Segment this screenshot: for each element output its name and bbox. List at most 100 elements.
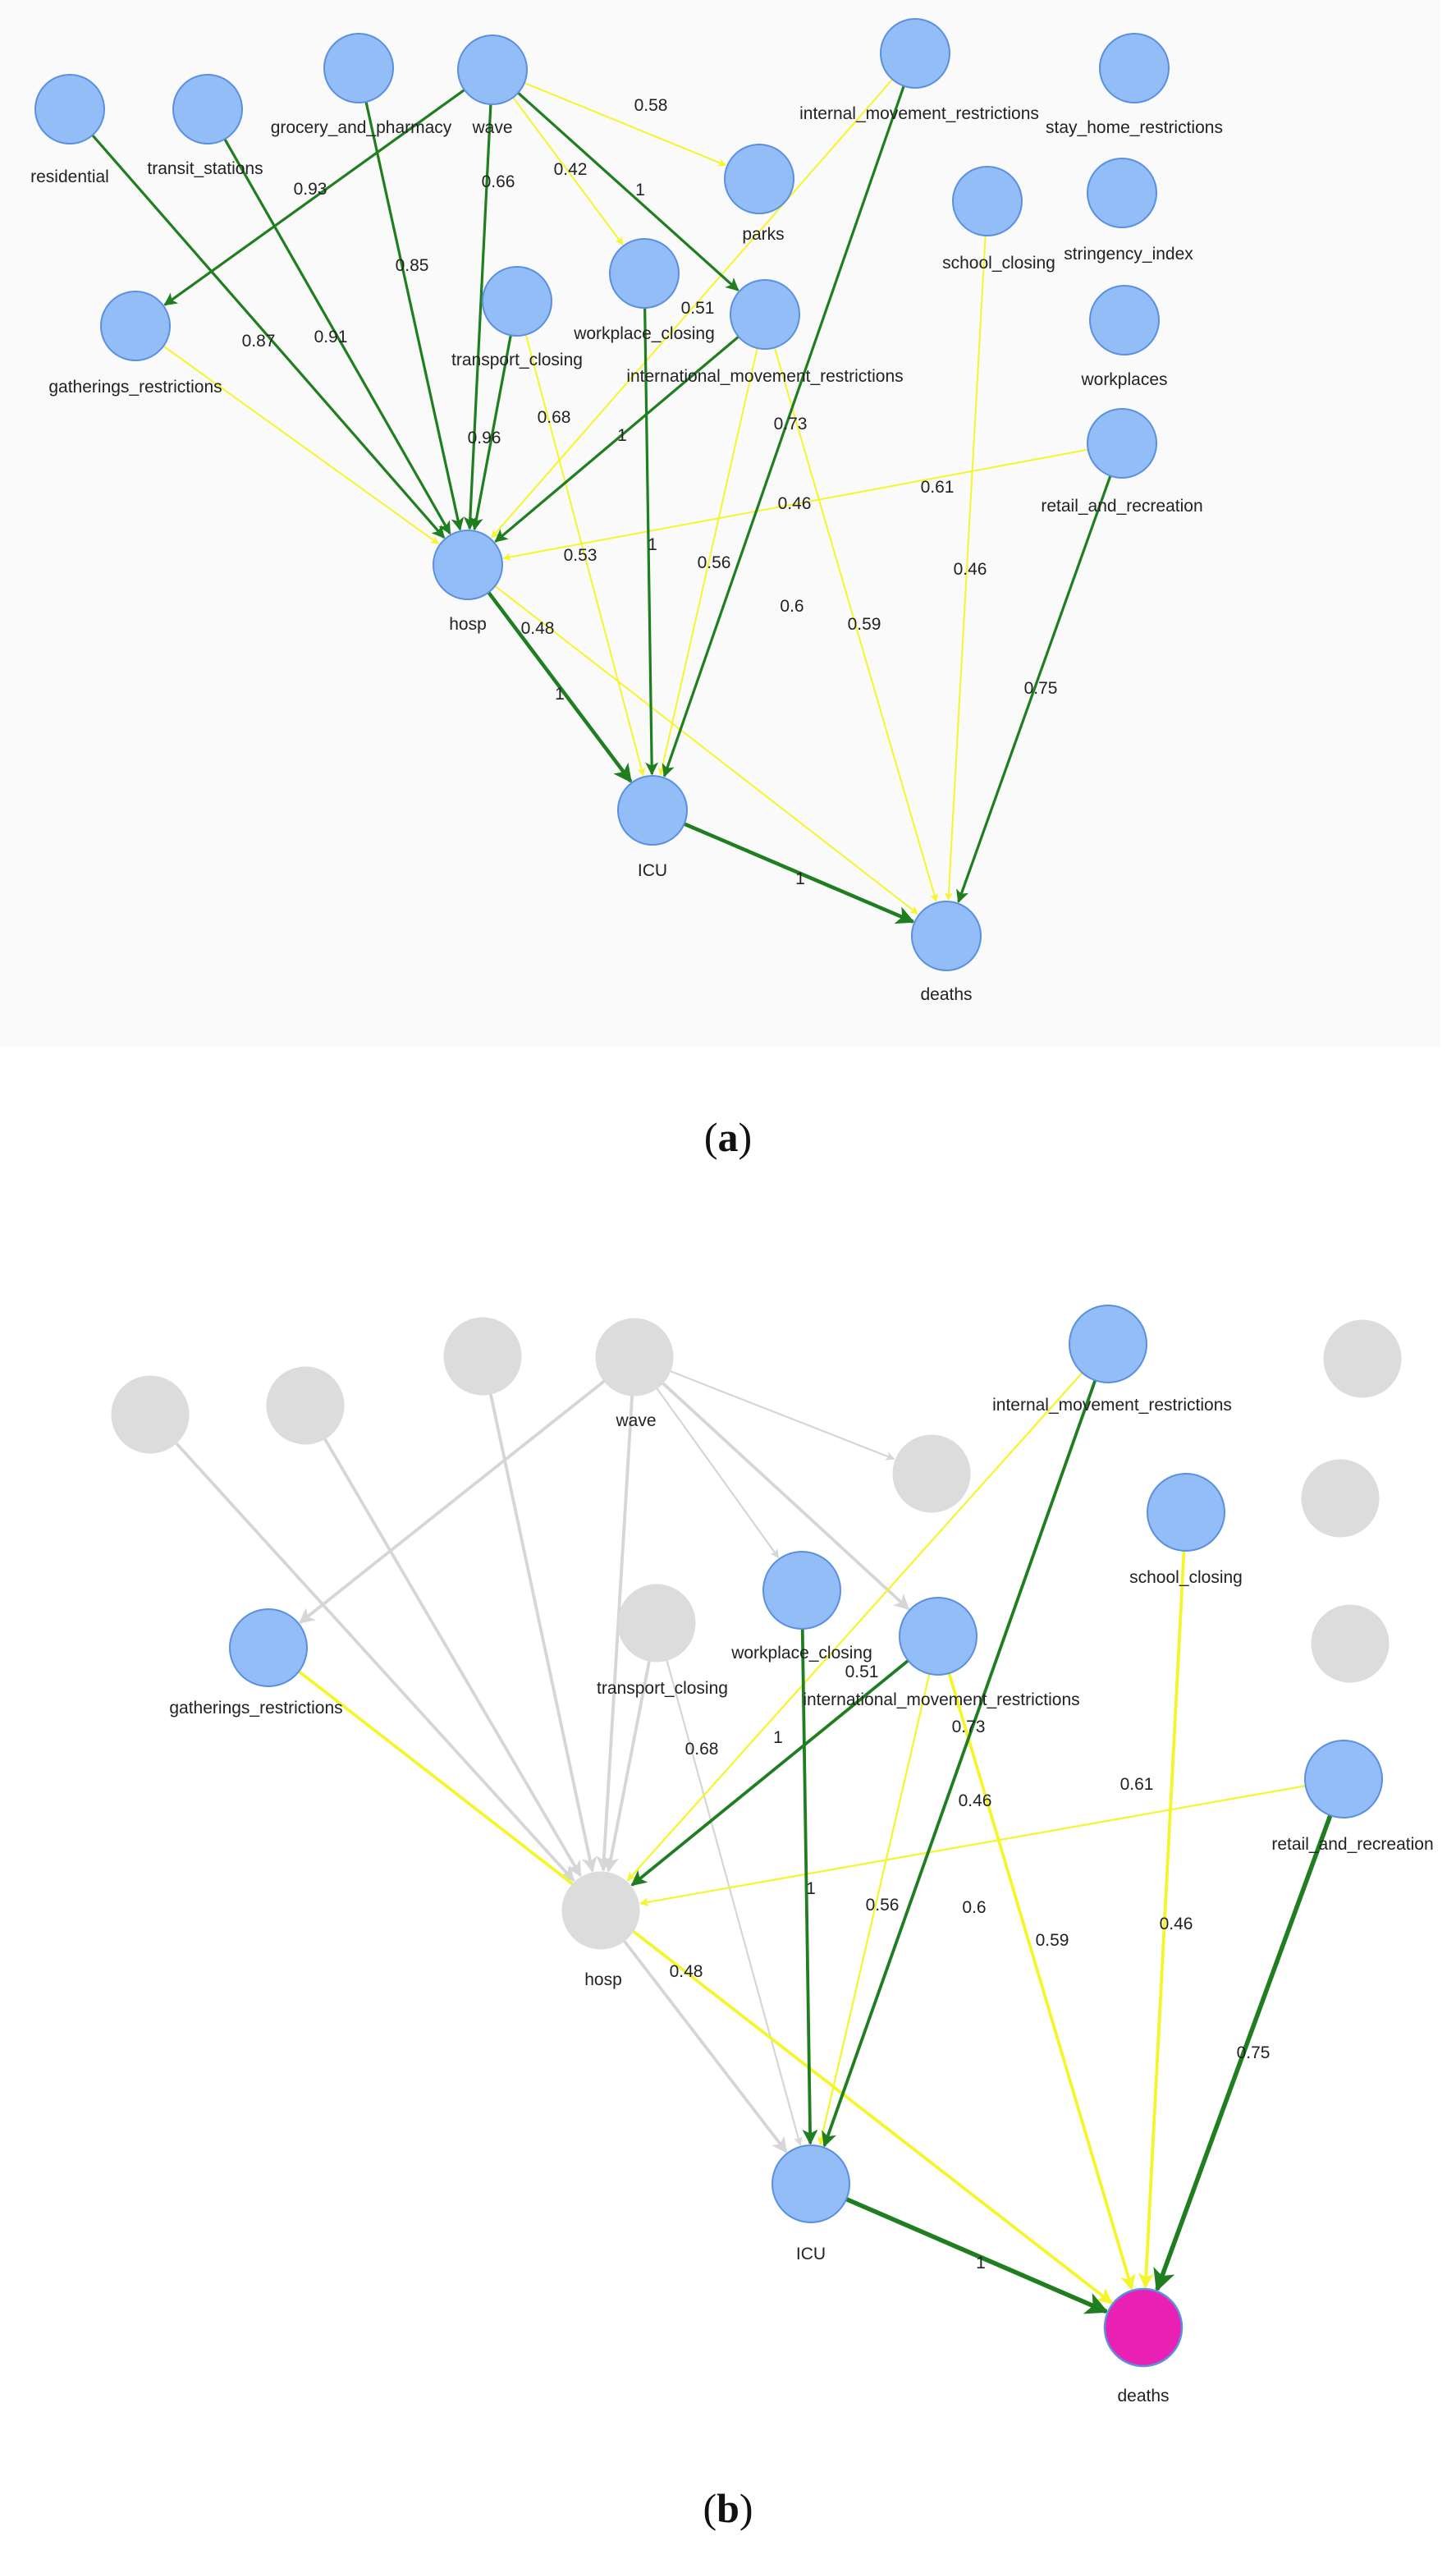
node-label-hosp: hosp (449, 615, 487, 634)
edge-weight-intl-to-hosp: 1 (773, 1728, 783, 1747)
node-label-grocery: grocery_and_pharmacy (271, 118, 452, 137)
node-label-stringency: stringency_index (1064, 245, 1193, 264)
edge-transport-to-hosp (469, 334, 512, 531)
edge-residential-to-hosp (175, 1442, 575, 1883)
edge-intl-to-icu (657, 347, 758, 777)
node-label-transport: transport_closing (451, 351, 583, 369)
caption-b: (b) (703, 2485, 753, 2531)
edge-grocery-to-hosp (488, 1393, 598, 1873)
edge-retail-to-hosp (639, 1785, 1306, 1907)
node-workplaces (1311, 1604, 1390, 1683)
edge-weight-retail-to-deaths: 0.75 (1024, 679, 1058, 698)
edge-weight-retail-to-hosp: 0.61 (1120, 1775, 1154, 1794)
edge-transport-to-icu (666, 1660, 803, 2146)
node-residential (34, 74, 105, 144)
caption-a: (a) (704, 1114, 752, 1160)
edge-hosp-to-icu (487, 591, 633, 783)
edge-weight-intl-to-icu: 0.56 (866, 1896, 900, 1915)
node-icu (617, 775, 688, 846)
nodes-layer (111, 1305, 1402, 2368)
nodes-layer (34, 18, 1170, 971)
node-hosp (433, 530, 503, 600)
node-transit (266, 1366, 345, 1445)
edge-weight-wave-to-workclosing: 0.42 (554, 160, 588, 179)
edge-wave-to-hosp (596, 1395, 634, 1872)
node-workclosing (762, 1551, 841, 1630)
node-label-internal: internal_movement_restrictions (992, 1396, 1232, 1415)
panel-b-graph: 0.680.510.610.560.480.460.59110.7310.750… (111, 1305, 1434, 2406)
edge-gatherings-to-hosp (163, 345, 440, 545)
edge-intl-to-deaths (773, 347, 938, 902)
edge-gatherings-to-deaths (297, 1670, 1113, 2305)
edge-weight-internal-to-icu: 0.73 (774, 415, 808, 433)
node-internal (1069, 1305, 1147, 1383)
edge-wave-to-intl (662, 1382, 910, 1611)
edge-weight-wave-to-gatherings: 0.93 (294, 180, 327, 199)
node-hosp (561, 1871, 640, 1950)
edge-weight-wave-to-parks: 0.58 (634, 96, 668, 115)
edge-internal-to-hosp (491, 78, 894, 539)
edge-transport-to-icu (524, 334, 646, 777)
edge-internal-to-hosp (626, 1372, 1083, 1882)
node-label-wave: wave (471, 118, 512, 137)
node-label-deaths: deaths (920, 985, 972, 1004)
edge-wave-to-intl (517, 91, 739, 291)
node-internal (880, 18, 950, 89)
edge-weight-workclosing-to-icu: 1 (806, 1879, 816, 1898)
edge-wave-to-gatherings (298, 1379, 606, 1625)
edge-weight-school-to-deaths: 0.46 (954, 560, 987, 579)
edges-layer (91, 78, 1112, 924)
edge-internal-to-icu (662, 85, 905, 777)
node-stayhome (1099, 33, 1170, 103)
edge-school-to-deaths (1138, 1550, 1186, 2289)
node-label-retail: retail_and_recreation (1041, 497, 1202, 516)
node-retail (1304, 1740, 1383, 1818)
edge-hosp-to-icu (623, 1940, 788, 2153)
edge-transport-to-hosp (603, 1660, 651, 1873)
labels-layer: 0.580.420.510.610.680.560.480.460.5910.6… (30, 96, 1223, 1004)
node-retail (1087, 408, 1157, 479)
edge-weight-intl-to-icu: 0.56 (698, 553, 731, 572)
edge-weight-label: 0.6 (962, 1898, 986, 1917)
node-label-intl: international_movement_restrictions (803, 1690, 1079, 1709)
edge-workclosing-to-icu (800, 1628, 818, 2145)
edge-wave-to-workclosing (512, 97, 624, 245)
node-label-gatherings: gatherings_restrictions (169, 1699, 342, 1718)
edge-transit-to-hosp (323, 1438, 582, 1878)
node-parks (892, 1434, 971, 1513)
edge-weight-wave-to-hosp: 0.66 (482, 172, 515, 191)
node-gatherings (229, 1608, 308, 1687)
node-label-deaths: deaths (1117, 2387, 1169, 2406)
node-label-transport: transport_closing (597, 1679, 728, 1698)
node-stringency (1087, 158, 1157, 228)
edge-workclosing-to-icu (643, 307, 659, 776)
node-residential (111, 1375, 190, 1454)
edge-weight-icu-to-deaths: 1 (795, 869, 805, 888)
edge-school-to-deaths (944, 235, 987, 901)
node-transport (617, 1584, 696, 1663)
edge-weight-transport-to-icu: 0.68 (685, 1740, 719, 1759)
node-school (1147, 1473, 1225, 1552)
node-grocery (443, 1317, 522, 1396)
edge-weight-workclosing-to-icu: 1 (648, 535, 657, 554)
node-icu (771, 2144, 850, 2223)
edge-intl-to-deaths (947, 1672, 1136, 2291)
edge-wave-to-workclosing (656, 1387, 780, 1559)
node-school (952, 166, 1023, 236)
node-deaths (911, 901, 982, 971)
labels-layer: 0.680.510.610.560.480.460.59110.7310.750… (169, 1396, 1433, 2406)
edge-weight-transport-to-hosp: 0.96 (468, 429, 501, 447)
panel-a-graph: 0.580.420.510.610.680.560.480.460.5910.6… (30, 18, 1223, 1004)
edge-icu-to-deaths (845, 2197, 1109, 2314)
node-label-parks: parks (742, 225, 784, 244)
edge-wave-to-parks (670, 1370, 895, 1461)
edge-retail-to-deaths (1153, 1814, 1333, 2292)
panel-a-background (0, 0, 1440, 1047)
node-label-icu: ICU (638, 861, 667, 880)
edge-wave-to-gatherings (163, 89, 465, 306)
edge-weight-transit-to-hosp: 0.91 (314, 328, 348, 346)
node-parks (724, 144, 794, 214)
edge-intl-to-hosp (494, 335, 739, 543)
edge-residential-to-hosp (91, 134, 446, 539)
